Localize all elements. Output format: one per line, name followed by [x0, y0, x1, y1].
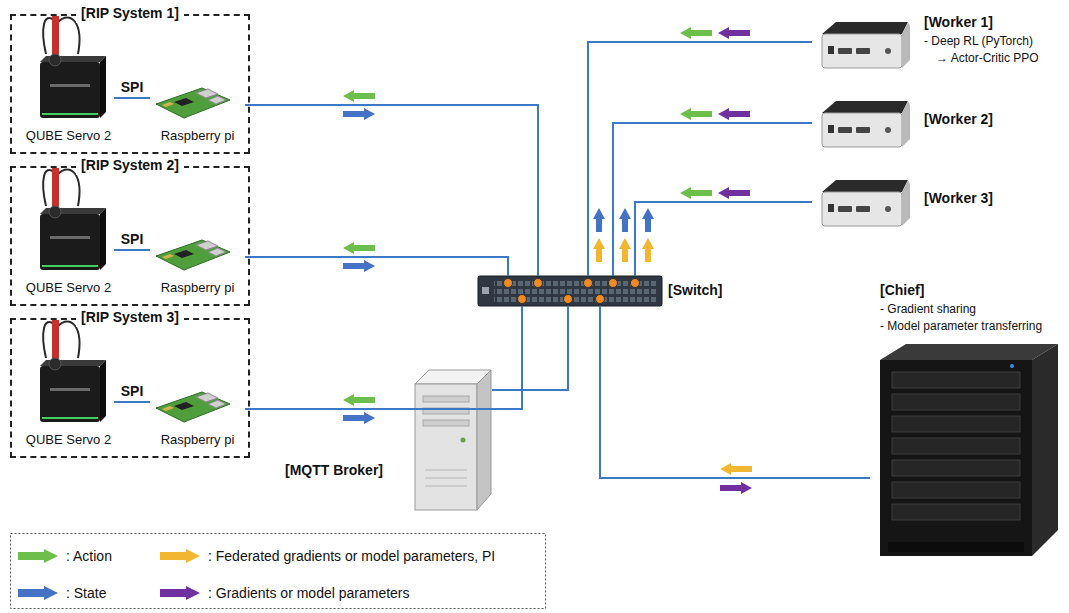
node-note: - Gradient sharing — [880, 302, 976, 317]
flow-arrows — [343, 27, 752, 494]
raspberry-pi-icon — [156, 88, 230, 118]
worker-node: [Worker 1] - Deep RL (PyTorch) → Actor-Cri… — [812, 14, 1062, 76]
node-label: [RIP System 2] — [76, 157, 184, 175]
legend-text: : Gradients or model parameters — [208, 585, 410, 602]
legend-entry: : State — [18, 585, 106, 602]
network-cable — [600, 306, 870, 478]
legend-frame — [11, 534, 546, 609]
node-label: [Worker 2] — [924, 111, 993, 129]
network-cable — [635, 202, 812, 276]
text-block: QUBE Servo 2 — [23, 280, 114, 296]
legend-swatch — [18, 586, 58, 600]
node-note: - Model parameter transferring — [880, 319, 1042, 334]
raspberry-pi-device: Raspberry pi — [150, 237, 245, 302]
network-switch: [Switch] — [478, 276, 733, 306]
text-block: QUBE Servo 2 — [23, 128, 114, 144]
legend-entry: : Action — [18, 548, 112, 565]
legend-swatch-box — [160, 586, 200, 600]
network-cable — [613, 123, 812, 276]
text-block: [Worker 2] — [924, 111, 993, 129]
interface-label: SPI — [121, 383, 144, 400]
qube-servo-icon — [40, 168, 106, 270]
node-label: QUBE Servo 2 — [26, 432, 111, 448]
legend-text: : State — [66, 585, 106, 602]
text-block: [RIP System 2] — [12, 157, 248, 175]
legend-swatch — [18, 549, 58, 563]
network-cable — [114, 249, 150, 251]
node-label: Raspberry pi — [161, 280, 235, 296]
node-label: [MQTT Broker] — [285, 462, 383, 480]
text-block: [RIP System 3] — [12, 309, 248, 327]
text-block: [MQTT Broker] — [285, 462, 383, 480]
node-note: - Deep RL (PyTorch) — [924, 34, 1033, 49]
legend-swatch — [160, 549, 200, 563]
node-label: [Worker 1] — [924, 14, 993, 32]
text-block: Raspberry pi — [150, 280, 245, 296]
text-block: Raspberry pi — [150, 128, 245, 144]
interface-label: SPI — [121, 79, 144, 96]
node-label: [Switch] — [668, 282, 722, 300]
raspberry-pi-icon — [156, 240, 230, 270]
worker-node: [Worker 3] — [812, 174, 1012, 229]
chief-node: [Chief] - Gradient sharing - Model paramet… — [870, 282, 1062, 556]
qube-servo-device: QUBE Servo 2 — [23, 180, 114, 302]
network-cable — [245, 306, 522, 409]
raspberry-pi-icon — [156, 392, 230, 422]
text-block: [Switch] — [668, 282, 722, 300]
text-block: QUBE Servo 2 — [23, 432, 114, 448]
legend-swatch-box — [18, 549, 58, 563]
qube-servo-device: QUBE Servo 2 — [23, 28, 114, 150]
node-label: Raspberry pi — [161, 432, 235, 448]
node-label: QUBE Servo 2 — [26, 128, 111, 144]
raspberry-pi-device: Raspberry pi — [150, 389, 245, 454]
workstation-icon — [880, 344, 1058, 556]
legend-swatch — [160, 586, 200, 600]
node-note: → Actor-Critic PPO — [936, 51, 1039, 66]
qube-servo-icon — [40, 320, 106, 422]
legend-swatch-box — [160, 549, 200, 563]
worker-node: [Worker 2] — [812, 95, 1012, 150]
node-label: [Worker 3] — [924, 190, 993, 208]
network-cable — [245, 105, 538, 276]
node-label: [Chief] — [880, 282, 924, 300]
text-block: Raspberry pi — [150, 432, 245, 448]
legend-swatch-box — [18, 586, 58, 600]
legend-entry: : Gradients or model parameters — [160, 585, 410, 602]
node-label: [RIP System 3] — [76, 309, 184, 327]
mini-pc-icon — [822, 180, 910, 226]
mini-pc-icon — [822, 101, 910, 147]
network-cable — [492, 306, 568, 390]
legend-text: : Federated gradients or model parameter… — [208, 548, 495, 565]
legend-entry: : Federated gradients or model parameter… — [160, 548, 495, 565]
network-cable — [114, 401, 150, 403]
qube-servo-device: QUBE Servo 2 — [23, 332, 114, 454]
node-label: [RIP System 1] — [76, 5, 184, 23]
switch-icon — [478, 276, 662, 306]
qube-servo-icon — [40, 16, 106, 118]
network-cable — [588, 42, 812, 276]
text-block: [Worker 1] - Deep RL (PyTorch) → Actor-Cri… — [924, 14, 1039, 66]
raspberry-pi-device: Raspberry pi — [150, 85, 245, 150]
text-block: [Worker 3] — [924, 190, 993, 208]
interface-label: SPI — [121, 231, 144, 248]
network-cable — [114, 97, 150, 99]
mqtt-broker-node: [MQTT Broker] — [280, 370, 492, 512]
server-icon — [415, 370, 491, 510]
text-block: [Chief] - Gradient sharing - Model paramet… — [880, 282, 1042, 334]
legend-text: : Action — [66, 548, 112, 565]
network-cable — [245, 257, 508, 276]
node-label: Raspberry pi — [161, 128, 235, 144]
mini-pc-icon — [822, 22, 910, 68]
node-label: QUBE Servo 2 — [26, 280, 111, 296]
text-block: [RIP System 1] — [12, 5, 248, 23]
